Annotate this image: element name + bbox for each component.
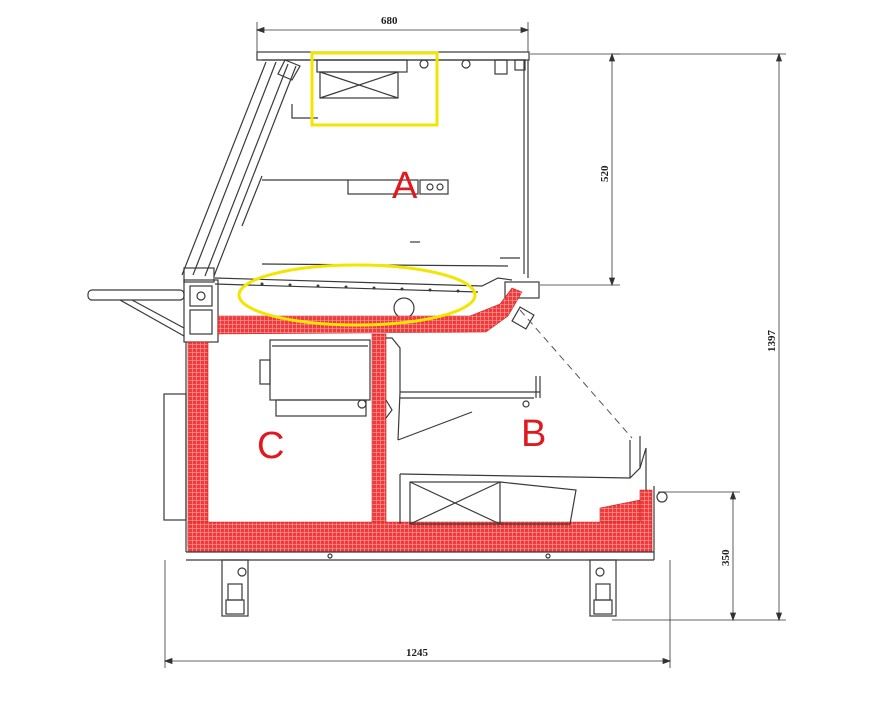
dimension-base-height xyxy=(658,490,740,622)
dimension-total-height xyxy=(612,52,786,622)
refrigeration-unit xyxy=(259,339,371,417)
zone-label-a: A xyxy=(392,165,418,207)
zone-label-b: B xyxy=(521,413,546,455)
canopy-structure xyxy=(256,51,530,278)
deck-perforations xyxy=(260,282,460,293)
dimension-label-top-width: 680 xyxy=(381,15,398,27)
customer-handrail xyxy=(87,289,185,337)
dimension-label-total-height: 1397 xyxy=(766,330,778,353)
cabinet-legs xyxy=(221,559,617,617)
service-side-framing xyxy=(385,337,541,441)
controller-housing xyxy=(183,279,219,343)
dimension-base-width xyxy=(163,560,672,668)
dimension-label-glass-height: 520 xyxy=(599,165,611,182)
zone-label-c: C xyxy=(257,425,284,467)
highlight-box-canopy-light xyxy=(310,51,439,127)
highlight-ellipse-display-deck xyxy=(237,263,477,327)
dimension-top-width xyxy=(255,22,530,60)
lower-cabinet xyxy=(163,342,668,561)
upper-shelf xyxy=(262,179,520,259)
service-door-dashed xyxy=(519,309,633,439)
lower-storage-tray xyxy=(399,436,647,525)
dimension-label-base-width: 1245 xyxy=(406,647,429,659)
dimension-glass-height xyxy=(530,52,620,287)
dimension-label-base-height: 350 xyxy=(720,549,732,566)
front-glass-panel xyxy=(181,61,297,283)
insulation-layer xyxy=(187,287,653,553)
